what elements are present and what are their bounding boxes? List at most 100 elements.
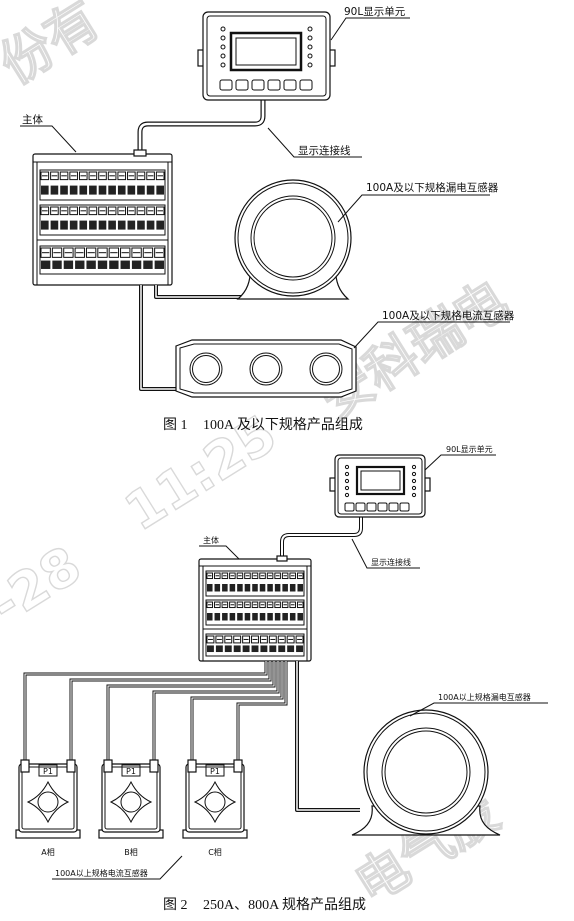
terminal-label [143, 260, 153, 269]
terminal-screw [229, 601, 236, 609]
terminal-label [108, 185, 116, 195]
terminal-label [52, 260, 62, 269]
terminal-label [127, 220, 136, 230]
leakage-ct-callout: 100A及以下规格漏电互感器 [337, 181, 499, 223]
terminal-screw [131, 247, 142, 258]
terminal-screw [224, 635, 233, 644]
terminal-screw [74, 247, 85, 258]
terminal-screw [251, 572, 259, 580]
terminal-label [207, 584, 213, 592]
terminal-block [205, 633, 305, 657]
leakage-ct-label: 100A及以下规格漏电互感器 [366, 181, 499, 194]
terminal-label [215, 645, 223, 653]
terminal-blocks [39, 169, 166, 275]
terminal-label [50, 220, 59, 230]
display-cable-label: 显示连接线 [298, 144, 351, 157]
watermark-text: 份有 [0, 0, 110, 96]
display-unit [197, 11, 336, 101]
terminal-label [259, 613, 266, 621]
phase-b-label: B相 [124, 847, 138, 857]
terminal-screw [274, 601, 281, 609]
polarity-badge [38, 764, 58, 777]
phase-hole [309, 352, 343, 386]
terminal-screw [85, 247, 97, 258]
terminal-screw [281, 601, 289, 609]
current-transformer-b: P1 [98, 759, 164, 839]
terminal-screw [66, 759, 76, 773]
current-transformer-c: P1 [182, 759, 248, 839]
terminal-label [289, 613, 296, 621]
terminal-block [39, 204, 166, 236]
terminal-screw [274, 572, 281, 580]
terminal-label [75, 260, 85, 269]
transformer-housing [101, 763, 161, 833]
terminal-screw [244, 572, 251, 580]
terminal-label [69, 185, 78, 195]
terminal-screw [127, 206, 136, 216]
terminal-screw [97, 247, 108, 258]
terminal-screw [214, 572, 221, 580]
terminal-screw [296, 601, 304, 609]
terminal-label [60, 185, 68, 195]
leakage-current-transformer [351, 709, 501, 836]
terminal-label [296, 645, 303, 653]
terminal-screw [98, 206, 107, 216]
display-bezel [206, 15, 327, 97]
display-unit-label: 90L显示单元 [446, 444, 493, 454]
conductor-window [26, 780, 70, 824]
conductor-window [109, 780, 153, 824]
terminal-blocks [205, 570, 305, 657]
terminal-label [63, 260, 74, 269]
terminal-label [267, 584, 273, 592]
terminal-screw [289, 601, 296, 609]
display-cable-label: 显示连接线 [371, 557, 411, 567]
terminal-screw [244, 601, 251, 609]
terminal-screw [214, 601, 221, 609]
terminal-label [252, 584, 258, 592]
terminal-label [260, 645, 268, 653]
terminal-screw [155, 171, 165, 181]
terminal-label [117, 220, 126, 230]
terminal-screw [259, 572, 266, 580]
terminal-label [137, 185, 145, 195]
figure-caption: 250A、800A 规格产品组成 [203, 897, 366, 913]
terminal-label [86, 260, 96, 269]
terminal-label [89, 185, 97, 195]
terminal-screw [296, 572, 304, 580]
display-screen-inner [235, 37, 297, 66]
terminal-screw [286, 635, 295, 644]
terminal-screw [117, 171, 127, 181]
terminal-label [259, 584, 266, 592]
body-callout: 主体 [20, 114, 77, 153]
terminal-label [278, 645, 286, 653]
display-unit-callout: 90L显示单元 [330, 6, 410, 41]
terminal-screw [78, 206, 88, 216]
conductor-window [193, 780, 237, 824]
terminal-screw [233, 759, 243, 773]
terminal-label [131, 260, 142, 269]
phase-hole [249, 352, 283, 386]
indicator-leds [344, 464, 417, 498]
leakage-current-transformer [234, 179, 352, 300]
polarity-badge-text: P1 [43, 767, 53, 776]
cable-connector [133, 149, 147, 157]
phase-c-label: C相 [208, 847, 222, 857]
transformer-ring [363, 709, 489, 835]
terminal-label [237, 613, 243, 621]
terminal-screw [63, 247, 74, 258]
watermark-text: -28 [0, 535, 92, 636]
terminal-label [207, 613, 213, 621]
terminal-block [205, 570, 305, 597]
terminal-screw [229, 572, 236, 580]
phase-hole [189, 352, 223, 386]
terminal-label [154, 260, 164, 269]
terminal-label [222, 584, 228, 592]
display-unit-callout: 90L显示单元 [424, 444, 496, 471]
terminal-label [244, 584, 251, 592]
terminal-screw [233, 635, 242, 644]
figure-2: 90L显示单元 显示连接线 主体 [15, 444, 548, 913]
terminal-label [274, 584, 281, 592]
terminal-screw [108, 247, 120, 258]
terminal-screw [117, 206, 127, 216]
terminal-screw [206, 572, 214, 580]
